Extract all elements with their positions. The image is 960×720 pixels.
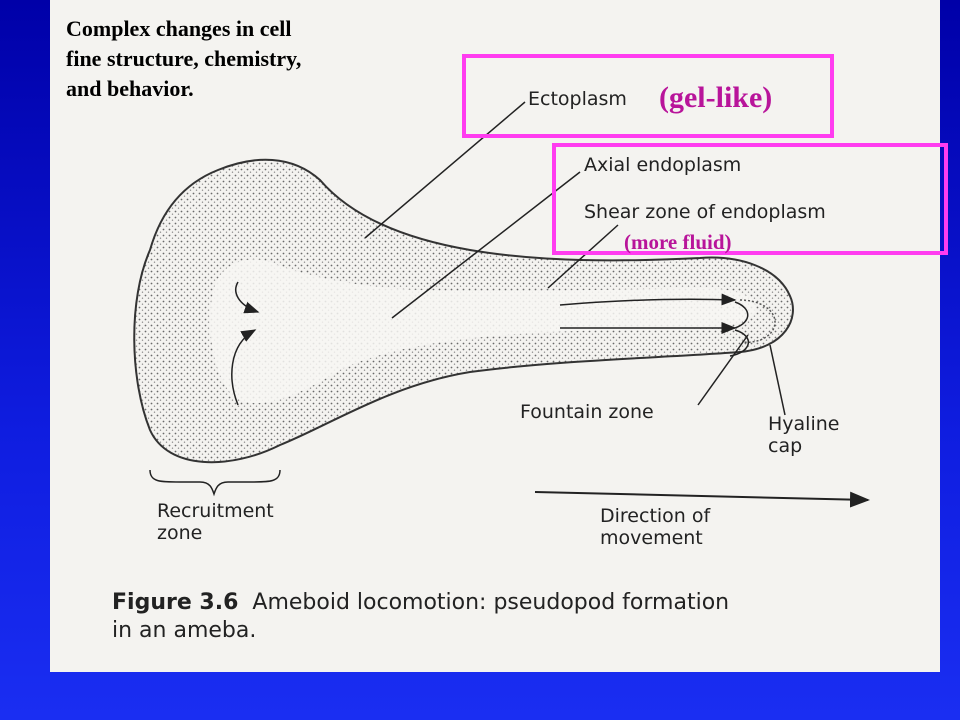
recruitment-arrow-upper	[235, 281, 260, 314]
leader-shear	[547, 224, 619, 289]
figure-caption: Figure 3.6 Ameboid locomotion: pseudopod …	[112, 589, 912, 645]
recruitment-zone-line-2: zone	[157, 522, 203, 544]
ectoplasm-label: Ectoplasm	[528, 88, 627, 110]
recruitment-zone-label: Recruitment zone	[157, 500, 317, 544]
caption-text-2: in an ameba.	[112, 618, 257, 643]
figure-number: Figure 3.6	[112, 590, 239, 615]
fountain-arrow-upper	[734, 301, 749, 329]
direction-of-movement-label: Direction of movement	[600, 505, 760, 549]
recruitment-brace	[149, 469, 281, 497]
hyaline-cap	[739, 299, 776, 344]
gel-like-note: (gel-like)	[659, 81, 773, 114]
hyaline-cap-label: Hyaline cap	[768, 413, 878, 457]
leader-axial	[391, 171, 581, 319]
fountain-zone-label: Fountain zone	[520, 401, 654, 423]
axial-endoplasm-label: Axial endoplasm	[584, 154, 742, 176]
direction-line-2: movement	[600, 527, 703, 549]
endoplasm-region	[210, 259, 756, 404]
more-fluid-note: (more fluid)	[624, 230, 732, 254]
recruitment-zone-line-1: Recruitment	[157, 500, 274, 522]
recruitment-arrow-lower	[231, 329, 257, 406]
endoplasm-highlight-box	[552, 143, 948, 255]
heading-line-3: and behavior.	[66, 76, 194, 101]
hyaline-cap-line-1: Hyaline	[768, 413, 840, 435]
caption-line-1: Figure 3.6 Ameboid locomotion: pseudopod …	[112, 589, 912, 617]
leader-fountain	[697, 334, 749, 406]
direction-line-1: Direction of	[600, 505, 711, 527]
fountain-arrow-lower	[729, 329, 749, 357]
hyaline-cap-line-2: cap	[768, 435, 803, 457]
axial-flow-arrow	[559, 293, 737, 306]
shear-zone-label: Shear zone of endoplasm	[584, 201, 826, 223]
caption-text-1: Ameboid locomotion: pseudopod formation	[252, 590, 730, 615]
direction-arrow	[534, 491, 870, 508]
leader-ectoplasm	[364, 101, 526, 239]
slide-heading: Complex changes in cell fine structure, …	[66, 14, 426, 104]
leader-hyaline	[769, 344, 786, 416]
heading-line-1: Complex changes in cell	[66, 16, 292, 41]
ectoplasm-highlight-box	[462, 54, 834, 138]
heading-line-2: fine structure, chemistry,	[66, 46, 302, 71]
